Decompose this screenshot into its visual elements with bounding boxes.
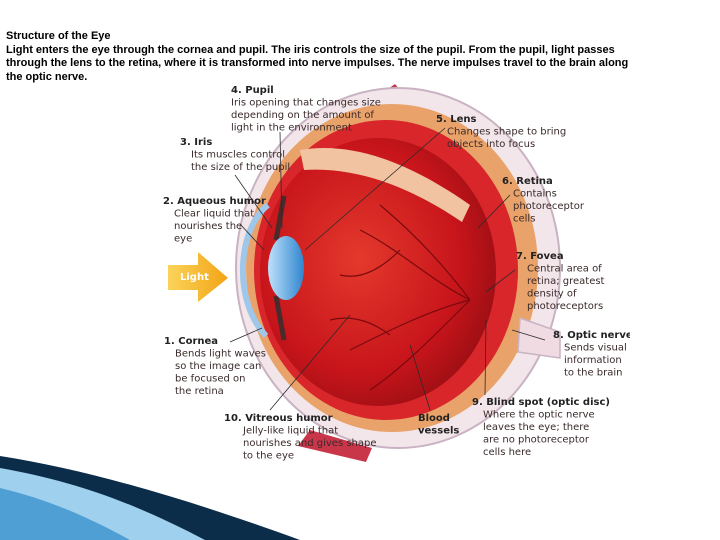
light-label: Light <box>180 272 209 283</box>
heading-title: Structure of the Eye <box>6 30 111 42</box>
label-lens: 5. Lens Changes shape to bring objects i… <box>436 114 569 150</box>
leader-pupil <box>279 131 283 229</box>
ciliary-band <box>300 148 470 222</box>
label-retina: 6. Retina Contains photoreceptor cells <box>502 176 587 225</box>
light-arrow: Light <box>168 252 228 302</box>
label-iris: 3. Iris Its muscles control the size of … <box>180 137 290 173</box>
eyeball <box>235 87 561 449</box>
leader-vessels <box>409 344 431 411</box>
heading-line-3: the optic nerve. <box>6 70 88 83</box>
leader-aqueous <box>239 223 265 251</box>
leader-cornea <box>229 327 263 343</box>
leader-lines <box>229 127 546 411</box>
eye-diagram: Light 4. Pupil Iris opening that changes… <box>163 84 630 462</box>
leader-iris <box>234 174 273 229</box>
label-blood-vessels: Blood vessels <box>418 413 459 437</box>
leader-retina <box>477 194 511 229</box>
lower-muscle <box>298 430 372 462</box>
heading-line-1: Light enters the eye through the cornea … <box>6 43 615 56</box>
heading: Structure of the Eye Light enters the ey… <box>6 30 646 84</box>
blood-vessels <box>329 204 471 391</box>
leader-vitreous <box>269 314 351 411</box>
label-aqueous: 2. Aqueous humor Clear liquid that nouri… <box>163 196 269 245</box>
footer-swoosh-mid <box>0 488 130 540</box>
label-pupil: 4. Pupil Iris opening that changes size … <box>231 85 384 134</box>
iris-shape <box>273 195 287 341</box>
label-fovea: 7. Fovea Central area of retina; greates… <box>516 251 608 312</box>
leader-fovea <box>485 269 516 293</box>
heading-line-2: through the lens to the retina, where it… <box>6 57 629 69</box>
footer-swoosh-light <box>0 468 205 540</box>
leader-blind <box>484 319 487 396</box>
label-cornea: 1. Cornea Bends light waves so the image… <box>164 336 269 397</box>
label-blind-spot: 9. Blind spot (optic disc) Where the opt… <box>472 397 613 458</box>
label-optic-nerve: 8. Optic nerve Sends visual information … <box>553 330 630 379</box>
leader-lens <box>304 127 446 251</box>
cornea-shape <box>239 202 270 339</box>
leader-optic <box>511 329 546 341</box>
lens-shape <box>268 236 304 300</box>
